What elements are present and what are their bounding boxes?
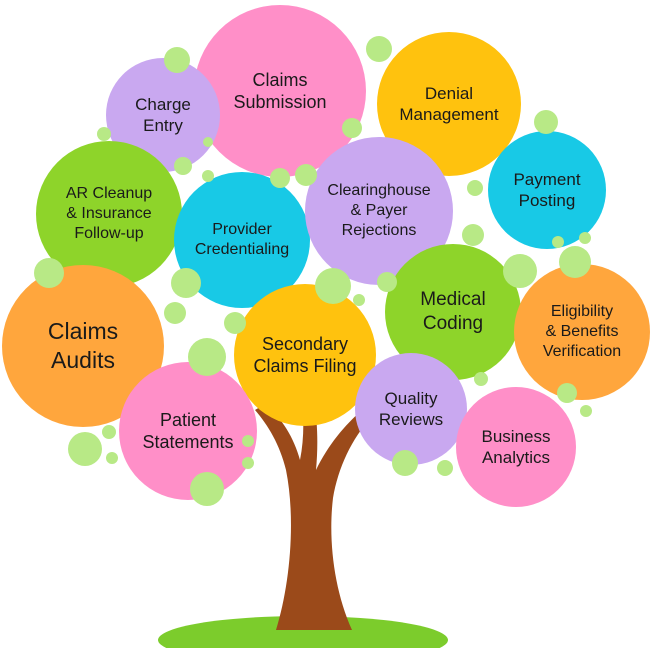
decor-dot bbox=[462, 224, 484, 246]
bubble-label: Eligibility & Benefits Verification bbox=[542, 303, 622, 360]
decor-dot bbox=[102, 425, 116, 439]
decor-dot bbox=[353, 294, 365, 306]
bubble-label: Payment Posting bbox=[513, 169, 581, 210]
bubble-label: Denial Management bbox=[399, 83, 499, 124]
bubble-label: Business Analytics bbox=[481, 426, 551, 467]
decor-dot bbox=[242, 457, 254, 469]
decor-dot bbox=[164, 47, 190, 73]
decor-dot bbox=[164, 302, 186, 324]
decor-dot bbox=[342, 118, 362, 138]
bubble-label: Patient Statements bbox=[142, 409, 234, 453]
bubble-business-analytics: Business Analytics bbox=[456, 387, 576, 507]
decor-dot bbox=[366, 36, 392, 62]
decor-dot bbox=[552, 236, 564, 248]
decor-dot bbox=[224, 312, 246, 334]
decor-dot bbox=[34, 258, 64, 288]
decor-dot bbox=[559, 246, 591, 278]
decor-dot bbox=[437, 460, 453, 476]
tree-trunk bbox=[255, 400, 371, 630]
decor-dot bbox=[579, 232, 591, 244]
bubble-label: Clearinghouse & Payer Rejections bbox=[327, 182, 431, 239]
decor-dot bbox=[315, 268, 351, 304]
bubble-quality-reviews: Quality Reviews bbox=[355, 353, 467, 465]
decor-dot bbox=[203, 137, 213, 147]
decor-dot bbox=[174, 157, 192, 175]
decor-dot bbox=[534, 110, 558, 134]
decor-dot bbox=[580, 405, 592, 417]
bubble-ar-cleanup: AR Cleanup & Insurance Follow-up bbox=[36, 141, 182, 287]
bubble-label: AR Cleanup & Insurance Follow-up bbox=[65, 185, 153, 242]
decor-dot bbox=[474, 372, 488, 386]
decor-dot bbox=[242, 435, 254, 447]
decor-dot bbox=[467, 180, 483, 196]
decor-dot bbox=[202, 170, 214, 182]
bubble-label: Claims Submission bbox=[233, 69, 327, 113]
bubble-eligibility: Eligibility & Benefits Verification bbox=[514, 264, 650, 400]
decor-dot bbox=[188, 338, 226, 376]
bubble-label: Claims Audits bbox=[47, 318, 119, 373]
bubble-secondary-claims: Secondary Claims Filing bbox=[234, 284, 376, 426]
bubble-label: Provider Credentialing bbox=[194, 221, 290, 258]
bubble-label: Secondary Claims Filing bbox=[253, 333, 357, 377]
decor-dot bbox=[377, 272, 397, 292]
decor-dot bbox=[106, 452, 118, 464]
grass-mound bbox=[158, 616, 448, 648]
decor-dot bbox=[68, 432, 102, 466]
decor-dot bbox=[503, 254, 537, 288]
bubble-label: Medical Coding bbox=[420, 289, 486, 334]
bubble-label: Charge Entry bbox=[135, 94, 191, 135]
bubble-patient-statements: Patient Statements bbox=[119, 362, 257, 500]
decor-dot bbox=[190, 472, 224, 506]
decor-dot bbox=[270, 168, 290, 188]
decor-dot bbox=[295, 164, 317, 186]
bubble-payment-posting: Payment Posting bbox=[488, 131, 606, 249]
bubble-label: Quality Reviews bbox=[378, 388, 444, 429]
decor-dot bbox=[557, 383, 577, 403]
decor-dot bbox=[171, 268, 201, 298]
decor-dot bbox=[392, 450, 418, 476]
decor-dot bbox=[97, 127, 111, 141]
